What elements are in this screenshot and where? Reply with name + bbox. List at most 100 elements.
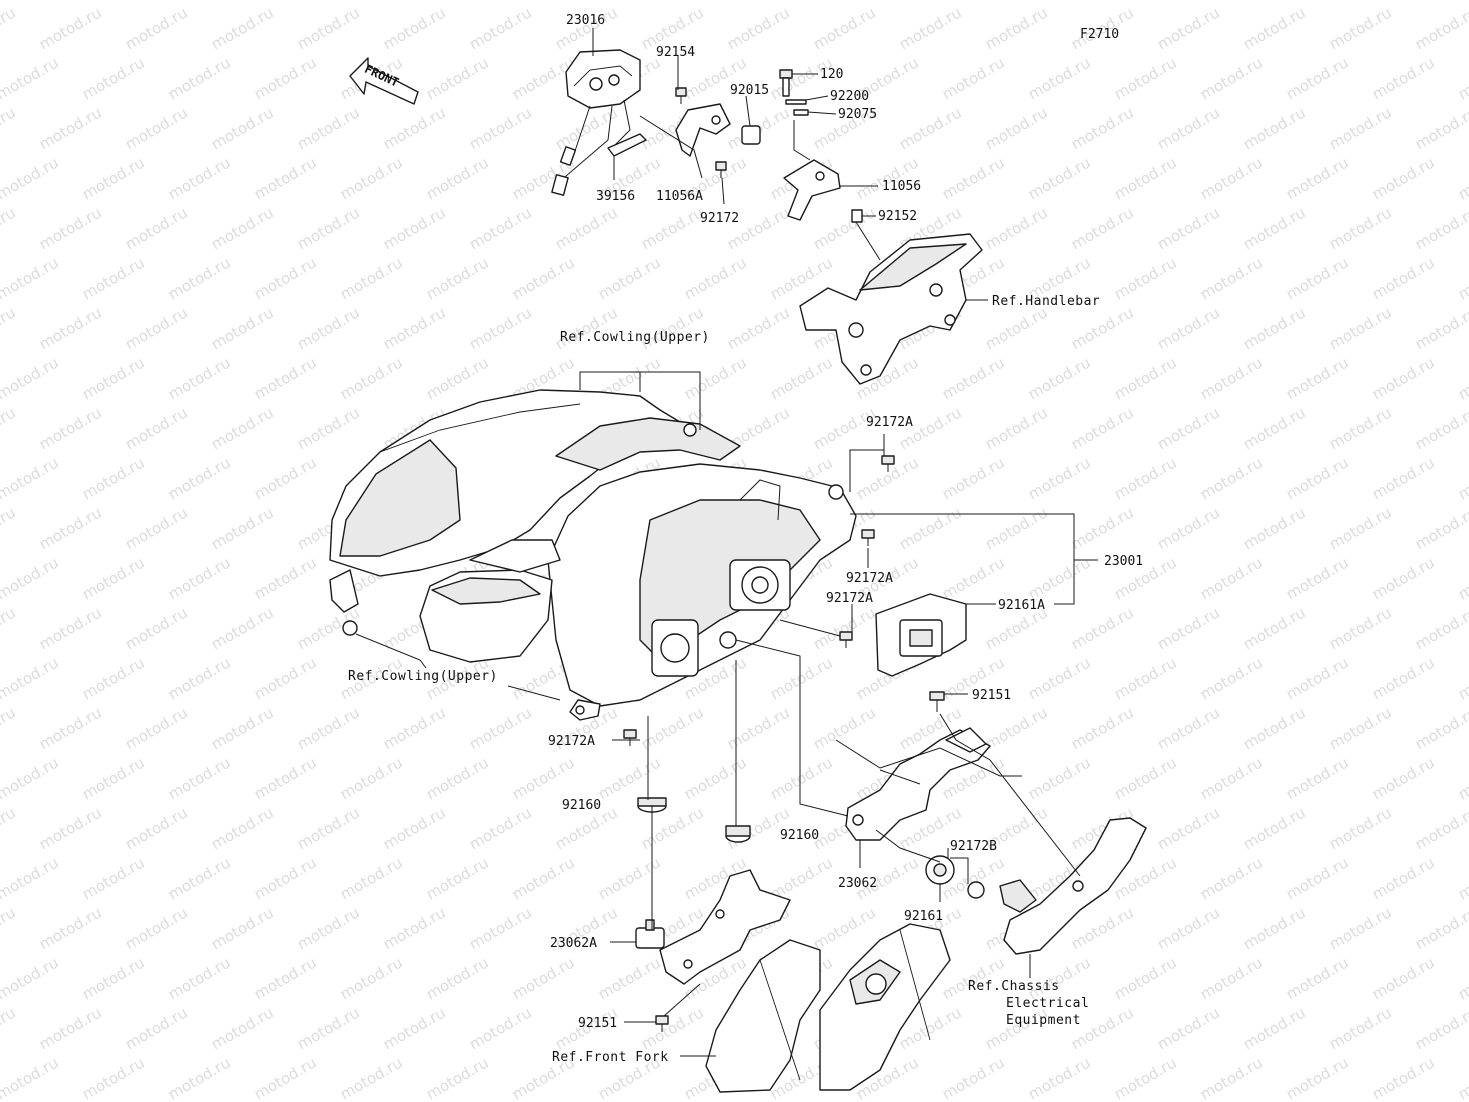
watermark-text: motod.ru (1283, 353, 1352, 403)
bracket-23062 (845, 727, 991, 841)
watermark-text: motod.ru (294, 103, 363, 153)
watermark-text: motod.ru (0, 3, 19, 53)
watermark-text: motod.ru (36, 103, 105, 153)
watermark-text: motod.ru (1197, 153, 1266, 203)
watermark-text: motod.ru (939, 153, 1008, 203)
watermark-text: motod.ru (509, 753, 578, 803)
watermark-text: motod.ru (810, 603, 879, 653)
watermark-text: motod.ru (36, 203, 105, 253)
watermark-text: motod.ru (1068, 303, 1137, 353)
watermark-text: motod.ru (1283, 553, 1352, 603)
watermark-text: motod.ru (122, 3, 191, 53)
watermark-text: motod.ru (122, 603, 191, 653)
watermark-text: motod.ru (767, 0, 836, 3)
watermark-text: motod.ru (1111, 653, 1180, 703)
watermark-text: motod.ru (1455, 253, 1469, 303)
watermark-text: motod.ru (1240, 3, 1309, 53)
watermark-text: motod.ru (1240, 1003, 1309, 1053)
watermark-text: motod.ru (1283, 1053, 1352, 1102)
watermark-text: motod.ru (681, 753, 750, 803)
label-92154: 92154 (656, 45, 695, 60)
watermark-text: motod.ru (0, 753, 62, 803)
watermark-text: motod.ru (1197, 353, 1266, 403)
watermark-text: motod.ru (165, 953, 234, 1003)
watermark-text: motod.ru (1283, 853, 1352, 903)
watermark-text: motod.ru (1197, 253, 1266, 303)
watermark-text: motod.ru (36, 803, 105, 853)
watermark-text: motod.ru (251, 253, 320, 303)
watermark-text: motod.ru (294, 703, 363, 753)
watermark-text: motod.ru (595, 853, 664, 903)
watermark-text: motod.ru (208, 103, 277, 153)
bracket-23062A (635, 869, 791, 985)
watermark-text: motod.ru (251, 653, 320, 703)
watermark-text: motod.ru (1240, 203, 1309, 253)
watermark-text: motod.ru (1025, 0, 1094, 3)
watermark-text: motod.ru (939, 53, 1008, 103)
watermark-text: motod.ru (466, 903, 535, 953)
label-ref-handlebar: Ref.Handlebar (992, 294, 1100, 309)
watermark-text: motod.ru (1283, 53, 1352, 103)
label-92160-right: 92160 (780, 828, 819, 843)
watermark-text: motod.ru (0, 453, 62, 503)
watermark-text: motod.ru (79, 553, 148, 603)
watermark-text: motod.ru (552, 303, 621, 353)
watermark-text: motod.ru (1154, 803, 1223, 853)
watermark-text: motod.ru (1154, 503, 1223, 553)
watermark-text: motod.ru (466, 203, 535, 253)
watermark-text: motod.ru (1068, 503, 1137, 553)
watermark-text: motod.ru (1369, 553, 1438, 603)
watermark-text: motod.ru (1111, 1053, 1180, 1102)
watermark-text: motod.ru (337, 0, 406, 3)
screw-92172A-mid1 (861, 529, 875, 546)
watermark-text: motod.ru (1025, 53, 1094, 103)
watermark-text: motod.ru (208, 203, 277, 253)
watermark-text: motod.ru (982, 703, 1051, 753)
watermark-text: motod.ru (0, 103, 19, 153)
watermark-text: motod.ru (122, 703, 191, 753)
watermark-text: motod.ru (896, 3, 965, 53)
watermark-text: motod.ru (552, 103, 621, 153)
watermark-text: motod.ru (423, 1053, 492, 1102)
watermark-text: motod.ru (1197, 553, 1266, 603)
watermark-text: motod.ru (380, 303, 449, 353)
watermark-text: motod.ru (0, 253, 62, 303)
watermark-text: motod.ru (294, 803, 363, 853)
watermark-text: motod.ru (1068, 703, 1137, 753)
watermark-text: motod.ru (251, 553, 320, 603)
watermark-text: motod.ru (681, 0, 750, 3)
watermark-text: motod.ru (1111, 953, 1180, 1003)
watermark-text: motod.ru (122, 1003, 191, 1053)
watermark-text: motod.ru (79, 453, 148, 503)
watermark-text: motod.ru (1412, 803, 1469, 853)
watermark-text: motod.ru (1369, 353, 1438, 403)
watermark-text: motod.ru (638, 303, 707, 353)
watermark-text: motod.ru (724, 703, 793, 753)
screw-92154 (675, 87, 687, 104)
watermark-text: motod.ru (36, 503, 105, 553)
watermark-text: motod.ru (1111, 53, 1180, 103)
watermark-text: motod.ru (208, 403, 277, 453)
watermark-text: motod.ru (1412, 3, 1469, 53)
watermark-text: motod.ru (724, 303, 793, 353)
bracket-39156 (607, 133, 647, 157)
watermark-text: motod.ru (294, 1003, 363, 1053)
watermark-text: motod.ru (810, 703, 879, 753)
watermark-text: motod.ru (1369, 0, 1438, 3)
watermark-text: motod.ru (1326, 303, 1395, 353)
label-ref-chassis-1: Ref.Chassis (968, 979, 1060, 994)
label-39156: 39156 (596, 189, 635, 204)
watermark-text: motod.ru (896, 103, 965, 153)
watermark-text: motod.ru (1369, 753, 1438, 803)
watermark-text: motod.ru (509, 853, 578, 903)
label-92152: 92152 (878, 209, 917, 224)
screw-92172 (715, 161, 727, 178)
watermark-text: motod.ru (810, 903, 879, 953)
watermark-text: motod.ru (1326, 603, 1395, 653)
watermark-text: motod.ru (1154, 903, 1223, 953)
watermark-text: motod.ru (1412, 703, 1469, 753)
label-92172B: 92172B (950, 839, 997, 854)
label-92151-right: 92151 (972, 688, 1011, 703)
watermark-text: motod.ru (1369, 153, 1438, 203)
